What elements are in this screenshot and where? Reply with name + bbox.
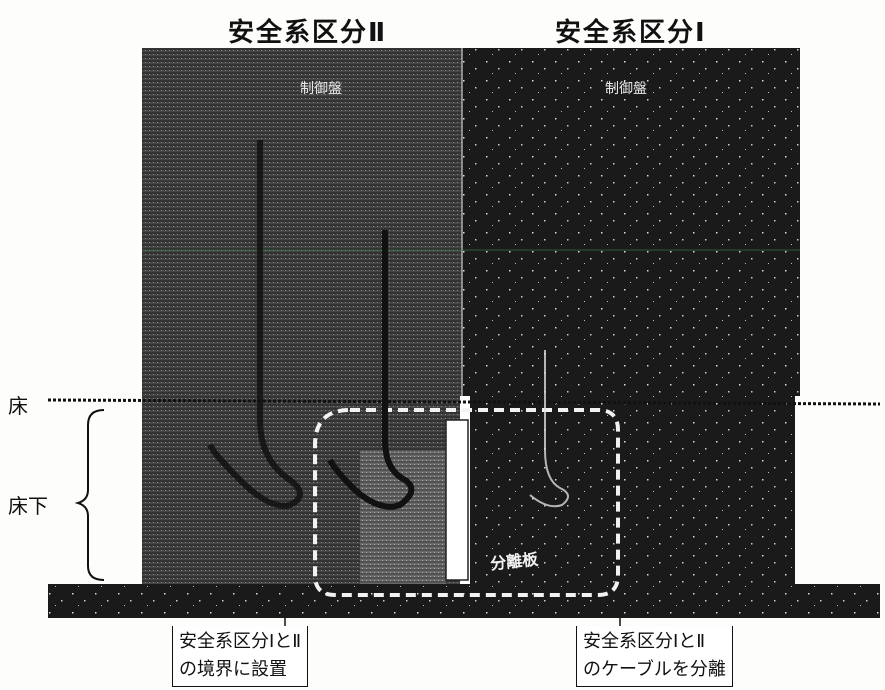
callout-left-line-1: 安全系区分ⅠとⅡ [179,631,302,652]
under-floor-label: 床下 [8,494,48,518]
separation-barrier [445,419,469,581]
panel-label-left: 制御盤 [300,81,342,97]
callout-right-line-2: のケーブルを分離 [583,659,726,680]
base-slab [48,584,880,618]
header-division-2: 安全系区分Ⅱ [228,18,388,48]
barrier-zone-outline [313,408,620,597]
division-1-panel [462,48,800,396]
floor-line [47,398,881,406]
callout-right: 安全系区分ⅠとⅡ のケーブルを分離 [576,626,733,687]
under-floor-right [470,396,795,584]
under-floor-brace [74,409,105,581]
cable-2 [327,230,415,510]
floor-label: 床 [8,394,28,418]
panel-label-right: 制御盤 [605,81,647,97]
cable-1 [207,140,303,509]
header-division-1: 安全系区分Ⅰ [555,18,707,48]
under-floor-mid [360,450,446,584]
barrier-label: 分離板 [489,549,540,574]
callout-left-line-2: の境界に設置 [179,659,287,680]
cable-3 [529,350,569,508]
callout-right-line-1: 安全系区分ⅠとⅡ [583,631,706,652]
division-2-panel [142,48,462,396]
callout-left: 安全系区分ⅠとⅡ の境界に設置 [172,626,309,687]
